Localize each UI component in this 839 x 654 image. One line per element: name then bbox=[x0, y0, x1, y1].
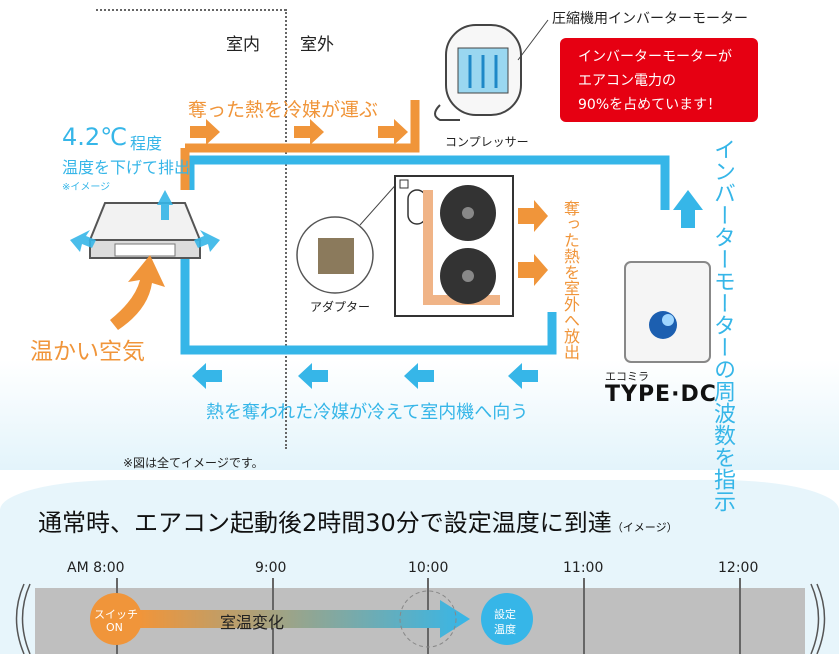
all-images-note: ※図は全てイメージです。 bbox=[123, 456, 264, 470]
orange-flow-arrows bbox=[190, 119, 408, 145]
callout-line-1: インバーターモーターが bbox=[578, 49, 732, 65]
outdoor-release-label: 奪った熱を室外へ放出 bbox=[561, 200, 580, 360]
blue-return-pipe bbox=[180, 225, 557, 355]
switch-label-1: スイッチ bbox=[94, 608, 138, 621]
heat-release-arrows bbox=[518, 200, 548, 286]
time-label-10: 10:00 bbox=[408, 560, 449, 576]
blue-flow-arrows bbox=[192, 363, 538, 389]
warm-air-arrow bbox=[110, 255, 165, 330]
cool-air-arrows bbox=[70, 190, 220, 252]
compressor-unit bbox=[434, 24, 522, 121]
dotted-top-line bbox=[96, 9, 286, 11]
switch-label-2: ON bbox=[106, 621, 123, 634]
compressor-callout-line bbox=[517, 19, 549, 61]
image-note-small: ※イメージ bbox=[62, 182, 111, 193]
temp-lower-label: 温度を下げて排出 bbox=[62, 158, 191, 177]
compressor-motor-label: 圧縮機用インバーターモーター bbox=[552, 11, 748, 27]
ecomira-device bbox=[624, 261, 711, 363]
inverter-frequency-label: インバーターモーターの周波数を指示 bbox=[710, 138, 735, 512]
temp-value: 4.2℃ bbox=[62, 123, 128, 151]
callout-line-3: 90%を占めています！ bbox=[578, 97, 722, 113]
indoor-unit bbox=[88, 202, 202, 259]
label-room-out: 室外 bbox=[300, 35, 334, 55]
indoor-outdoor-divider bbox=[285, 9, 287, 449]
refrigerant-cycle-diagram bbox=[70, 19, 711, 389]
timeline-heading-text: 通常時、エアコン起動後2時間30分で設定温度に到達 bbox=[38, 509, 612, 537]
timeline-bar bbox=[15, 578, 826, 654]
time-label-12: 12:00 bbox=[718, 560, 759, 576]
ecomira-label: エコミラ bbox=[605, 370, 649, 383]
orange-refrigerant-pipe bbox=[185, 100, 420, 153]
label-room-in: 室内 bbox=[226, 35, 260, 55]
time-label-8: AM 8:00 bbox=[67, 560, 125, 576]
temp-suffix: 程度 bbox=[130, 134, 163, 153]
time-label-9: 9:00 bbox=[255, 560, 287, 576]
heat-carried-label: 奪った熱を冷媒が運ぶ bbox=[188, 99, 379, 121]
adapter-label: アダプター bbox=[310, 300, 371, 314]
red-callout-box bbox=[560, 38, 758, 122]
room-temp-change-label: 室温変化 bbox=[220, 613, 285, 632]
warm-air-label: 温かい空気 bbox=[30, 339, 145, 365]
compressor-label: コンプレッサー bbox=[445, 135, 529, 149]
inverter-signal-arrow bbox=[673, 190, 703, 228]
timeline-heading: 通常時、エアコン起動後2時間30分で設定温度に到達（イメージ） bbox=[38, 503, 678, 538]
adapter-callout-line bbox=[359, 179, 401, 226]
callout-line-2: エアコン電力の bbox=[578, 73, 676, 89]
set-temp-label-2: 温度 bbox=[494, 623, 516, 636]
type-dc-label: TYPE·DC bbox=[605, 382, 717, 407]
timeline-heading-note: （イメージ） bbox=[611, 521, 678, 534]
set-temp-label-1: 設定 bbox=[494, 608, 516, 621]
blue-refrigerant-pipe bbox=[185, 155, 670, 210]
outdoor-unit bbox=[394, 175, 514, 317]
return-flow-label: 熱を奪われた冷媒が冷えて室内機へ向う bbox=[206, 402, 529, 423]
time-label-11: 11:00 bbox=[563, 560, 604, 576]
